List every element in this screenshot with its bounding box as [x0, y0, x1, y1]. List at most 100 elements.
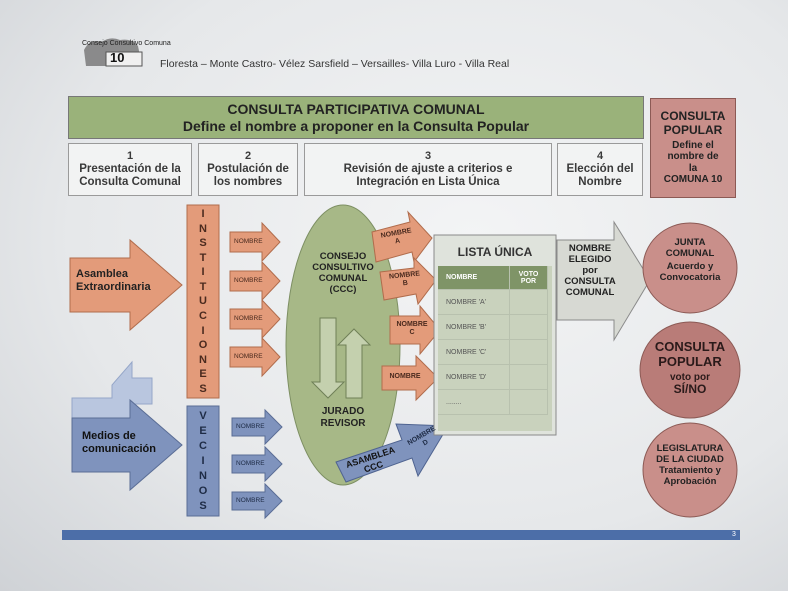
- step-2-box: 2 Postulación de los nombres: [198, 143, 298, 196]
- junta-label: JUNTA COMUNAL Acuerdo y Convocatoria: [646, 237, 734, 284]
- step-1-number: 1: [126, 149, 134, 162]
- logo: [80, 36, 150, 68]
- logo-number: 10: [110, 50, 125, 65]
- nombre-arrows-orange: [229, 221, 281, 378]
- footer-bar: [62, 530, 740, 540]
- instituciones-letter: S: [199, 382, 207, 395]
- elected-line2: ELEGIDO: [568, 253, 612, 265]
- step-4-line1: Elección del: [566, 162, 634, 175]
- up-arrow-icon: [336, 328, 372, 399]
- jurado-line2: REVISOR: [320, 417, 366, 429]
- nombre-arrow-7: [231, 482, 283, 520]
- instituciones-letter: O: [198, 339, 208, 352]
- title-line2: Define el nombre a proponer en la Consul…: [182, 117, 530, 134]
- asamblea-arrow: [69, 238, 183, 332]
- nombre-c-arrow: [389, 304, 441, 356]
- ccc-line2: CONSULTIVO: [312, 261, 374, 273]
- page-number: 3: [732, 531, 736, 538]
- nombre-b-arrow: [379, 256, 437, 306]
- legislatura-line2: DE LA CIUDAD: [656, 453, 724, 465]
- step-4-number: 4: [596, 149, 604, 162]
- nombre-label-7: NOMBRE: [236, 497, 265, 504]
- nombre-plain-arrow: [381, 354, 439, 402]
- legislatura-circle: [642, 422, 738, 518]
- step-4-box: 4 Elección del Nombre: [557, 143, 643, 196]
- vecinos-letter: C: [199, 439, 207, 452]
- lista-row: NOMBRE 'A': [438, 290, 510, 315]
- popular-box-line3: Define el: [672, 139, 714, 151]
- title-line1: CONSULTA PARTICIPATIVA COMUNAL: [227, 101, 485, 118]
- instituciones-letter: U: [199, 295, 207, 308]
- title-box: CONSULTA PARTICIPATIVA COMUNAL Define el…: [68, 96, 644, 139]
- lista-row: ........: [438, 390, 510, 415]
- lista-unica-table-bg: [438, 266, 552, 431]
- instituciones-bar: [186, 204, 220, 399]
- legislatura-line1: LEGISLATURA: [656, 443, 724, 454]
- lista-header-voto-line1: VOTO: [518, 270, 539, 278]
- popular-box-line6: COMUNA 10: [663, 174, 723, 186]
- lista-header-nombre: NOMBRE: [438, 266, 510, 290]
- medios-arrow: [71, 398, 183, 492]
- elected-line4: CONSULTA: [564, 275, 616, 287]
- step-2-line1: Postulación de: [207, 162, 289, 175]
- nombre-arrow-5: [231, 408, 283, 446]
- vecinos-letter: V: [199, 409, 207, 422]
- lista-vote-cell: [510, 365, 548, 390]
- instituciones-letter: I: [201, 266, 205, 279]
- header-subtitle: Floresta – Monte Castro- Vélez Sarsfield…: [160, 58, 510, 70]
- nombre-label-4: NOMBRE: [234, 353, 263, 360]
- nombre-c-line2: C: [409, 329, 415, 337]
- step-3-line1: Revisión de ajuste a criterios e: [343, 162, 513, 175]
- lista-vote-cell: [510, 315, 548, 340]
- ccc-line4: (CCC): [329, 283, 357, 295]
- lista-row: NOMBRE 'C': [438, 340, 510, 365]
- step-1-line1: Presentación de la: [79, 162, 181, 175]
- vecinos-bar: [186, 405, 220, 517]
- elected-label: NOMBRE ELEGIDO por CONSULTA COMUNAL: [558, 243, 622, 299]
- instituciones-letter: S: [199, 237, 207, 250]
- asamblea-label-line2: Extraordinaria: [76, 280, 151, 293]
- step-1-box: 1 Presentación de la Consulta Comunal: [68, 143, 192, 196]
- medios-label-line1: Medios de: [82, 430, 136, 442]
- nombre-arrow-2: [229, 260, 281, 302]
- nombre-label-3: NOMBRE: [234, 315, 263, 322]
- ccc-line3: COMUNAL: [318, 272, 368, 284]
- popular-box: CONSULTA POPULAR Define el nombre de la …: [650, 98, 736, 198]
- down-arrow-icon: [310, 317, 346, 399]
- nombre-a-arrow: [371, 210, 433, 264]
- nombre-arrow-3: [229, 298, 281, 340]
- nombre-plain-label: NOMBRE: [389, 373, 421, 380]
- step-2-line2: los nombres: [213, 175, 283, 188]
- step-1-line2: Consulta Comunal: [79, 175, 181, 188]
- popular-box-line5: la: [688, 162, 698, 174]
- nombre-arrows-blue: [231, 408, 283, 520]
- nombre-label-6: NOMBRE: [236, 460, 265, 467]
- instituciones-letter: T: [199, 280, 207, 293]
- junta-line1: JUNTA: [674, 237, 706, 248]
- legislatura-line3: Tratamiento y: [659, 464, 721, 476]
- consulta-line4: SÍ/NO: [673, 382, 707, 397]
- popular-box-line2: POPULAR: [663, 123, 723, 137]
- consulta-label: CONSULTA POPULAR voto por SÍ/NO: [642, 339, 738, 397]
- legislatura-line4: Aprobación: [663, 475, 717, 487]
- nombre-label-5: NOMBRE: [236, 423, 265, 430]
- lista-row: NOMBRE 'B': [438, 315, 510, 340]
- consulta-line3: voto por: [670, 371, 710, 383]
- consulta-circle: [639, 321, 741, 419]
- ccc-label: CONSEJO CONSULTIVO COMUNAL (CCC): [296, 251, 390, 296]
- step-3-box: 3 Revisión de ajuste a criterios e Integ…: [304, 143, 552, 196]
- logo-shape-icon: [84, 38, 143, 67]
- instituciones-letter: E: [199, 368, 207, 381]
- vecinos-letter: I: [201, 454, 205, 467]
- lista-header-voto: VOTO POR: [510, 266, 548, 290]
- nombre-label-1: NOMBRE: [234, 238, 263, 245]
- ccc-line1: CONSEJO: [319, 251, 367, 262]
- step-2-number: 2: [244, 149, 252, 162]
- medios-label: Medios de comunicación: [82, 430, 156, 455]
- instituciones-letter: I: [201, 324, 205, 337]
- elected-arrow: [556, 220, 651, 342]
